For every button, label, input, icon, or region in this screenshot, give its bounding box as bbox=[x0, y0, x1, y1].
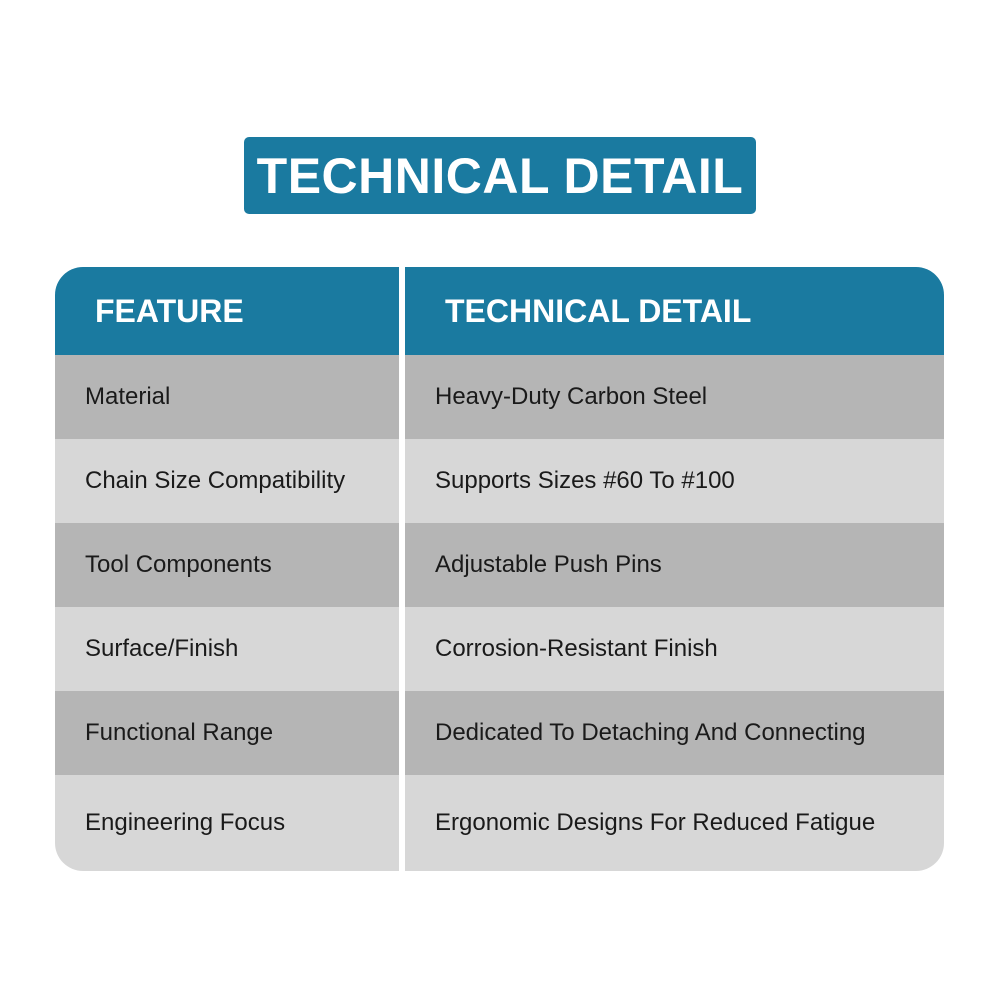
table-row: Engineering Focus Ergonomic Designs For … bbox=[55, 775, 944, 871]
table-row: Functional Range Dedicated To Detaching … bbox=[55, 691, 944, 775]
feature-cell: Material bbox=[55, 355, 399, 439]
feature-cell: Engineering Focus bbox=[55, 775, 399, 871]
detail-cell: Dedicated To Detaching And Connecting bbox=[405, 691, 944, 775]
detail-cell: Ergonomic Designs For Reduced Fatigue bbox=[405, 775, 944, 871]
spec-table: FEATURE TECHNICAL DETAIL Material Heavy-… bbox=[55, 267, 944, 871]
detail-cell: Heavy-Duty Carbon Steel bbox=[405, 355, 944, 439]
feature-cell: Chain Size Compatibility bbox=[55, 439, 399, 523]
table-row: Material Heavy-Duty Carbon Steel bbox=[55, 355, 944, 439]
header-technical-detail: TECHNICAL DETAIL bbox=[405, 267, 944, 355]
detail-cell: Corrosion-Resistant Finish bbox=[405, 607, 944, 691]
page-title: TECHNICAL DETAIL bbox=[244, 137, 756, 214]
feature-cell: Tool Components bbox=[55, 523, 399, 607]
table-header-row: FEATURE TECHNICAL DETAIL bbox=[55, 267, 944, 355]
detail-cell: Supports Sizes #60 To #100 bbox=[405, 439, 944, 523]
table-row: Chain Size Compatibility Supports Sizes … bbox=[55, 439, 944, 523]
feature-cell: Surface/Finish bbox=[55, 607, 399, 691]
detail-cell: Adjustable Push Pins bbox=[405, 523, 944, 607]
table-row: Tool Components Adjustable Push Pins bbox=[55, 523, 944, 607]
table-row: Surface/Finish Corrosion-Resistant Finis… bbox=[55, 607, 944, 691]
header-feature: FEATURE bbox=[55, 267, 399, 355]
feature-cell: Functional Range bbox=[55, 691, 399, 775]
